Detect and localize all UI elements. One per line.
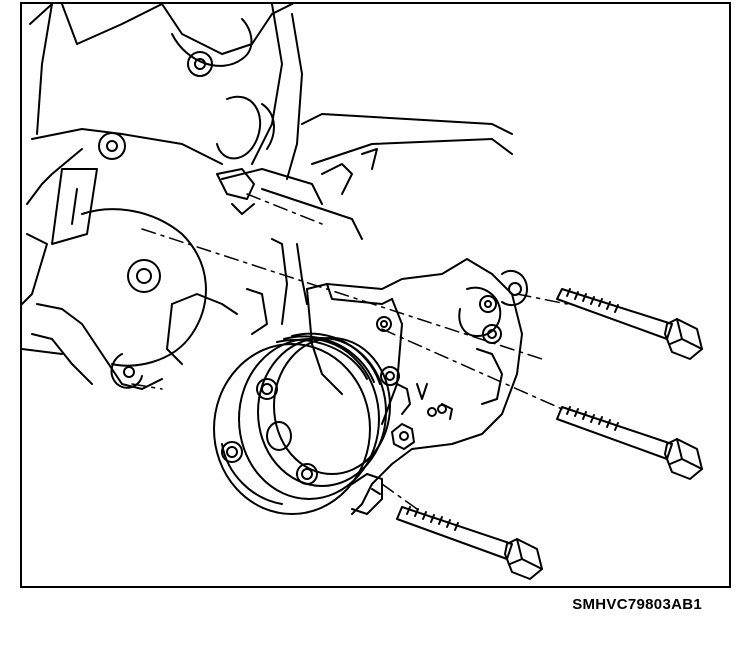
compressor-pulley bbox=[213, 332, 391, 515]
mounting-bolt-lower bbox=[396, 506, 543, 580]
compressor-body bbox=[306, 258, 528, 515]
alignment-centerlines bbox=[131, 193, 568, 510]
engine-block bbox=[29, 4, 513, 365]
diagram-frame bbox=[20, 2, 731, 588]
mounting-bolt-middle bbox=[556, 406, 703, 480]
mounting-bracket bbox=[22, 128, 223, 390]
compressor-installation-drawing bbox=[22, 4, 703, 580]
figure-id-caption: SMHVC79803AB1 bbox=[572, 596, 702, 613]
mounting-bolt-upper bbox=[556, 288, 703, 360]
